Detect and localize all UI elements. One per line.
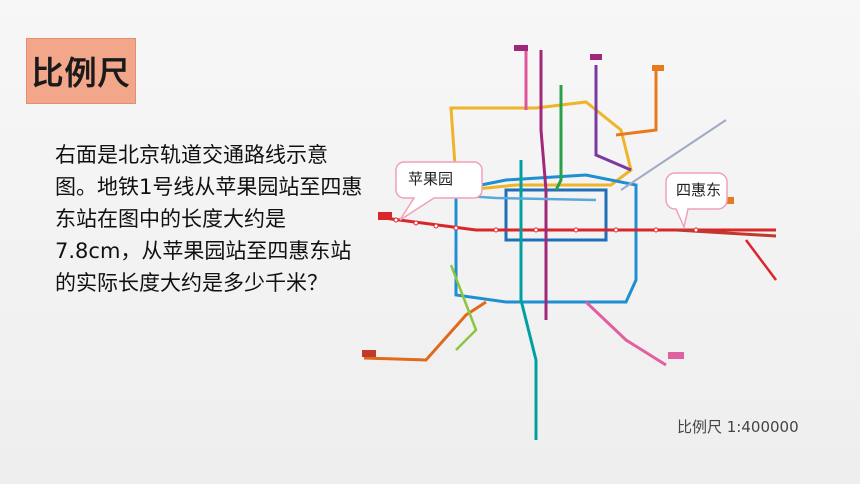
scale-label: 比例尺 1:400000 bbox=[677, 418, 799, 436]
slide-title: 比例尺 bbox=[31, 54, 131, 92]
badge-fangshan bbox=[362, 350, 376, 357]
line-yizhuang bbox=[584, 300, 667, 367]
line-east-red bbox=[745, 239, 777, 281]
line-1-stations bbox=[393, 217, 699, 233]
line-8 bbox=[554, 85, 563, 191]
line-daxing-green bbox=[449, 264, 478, 351]
line-batong bbox=[675, 228, 777, 238]
badge-yizhuang bbox=[668, 352, 684, 359]
subway-map: 苹果园 四惠东 bbox=[356, 40, 782, 450]
line-fangshan bbox=[363, 300, 487, 362]
bubble-sihuidong bbox=[665, 172, 728, 230]
line-4 bbox=[519, 160, 538, 440]
label-sihuidong: 四惠东 bbox=[676, 181, 722, 199]
bubble-pingguoyuan bbox=[395, 161, 483, 221]
badge-changping bbox=[514, 45, 528, 51]
line-1 bbox=[383, 216, 776, 232]
line-2 bbox=[504, 188, 608, 242]
line-5 bbox=[539, 50, 548, 320]
line-15 bbox=[594, 65, 632, 172]
line-orange-ne bbox=[615, 70, 658, 137]
badge-line1-west bbox=[378, 212, 392, 220]
title-box: 比例尺 bbox=[26, 38, 136, 104]
badge-orange-ne bbox=[652, 65, 664, 71]
line-airport bbox=[620, 119, 727, 191]
subway-map-svg bbox=[362, 45, 777, 440]
line-10 bbox=[454, 173, 638, 304]
badge-15 bbox=[590, 54, 602, 60]
label-pingguoyuan: 苹果园 bbox=[408, 170, 454, 188]
question-text: 右面是北京轨道交通路线示意图。地铁1号线从苹果园站至四惠东站在图中的长度大约是7… bbox=[55, 143, 363, 295]
